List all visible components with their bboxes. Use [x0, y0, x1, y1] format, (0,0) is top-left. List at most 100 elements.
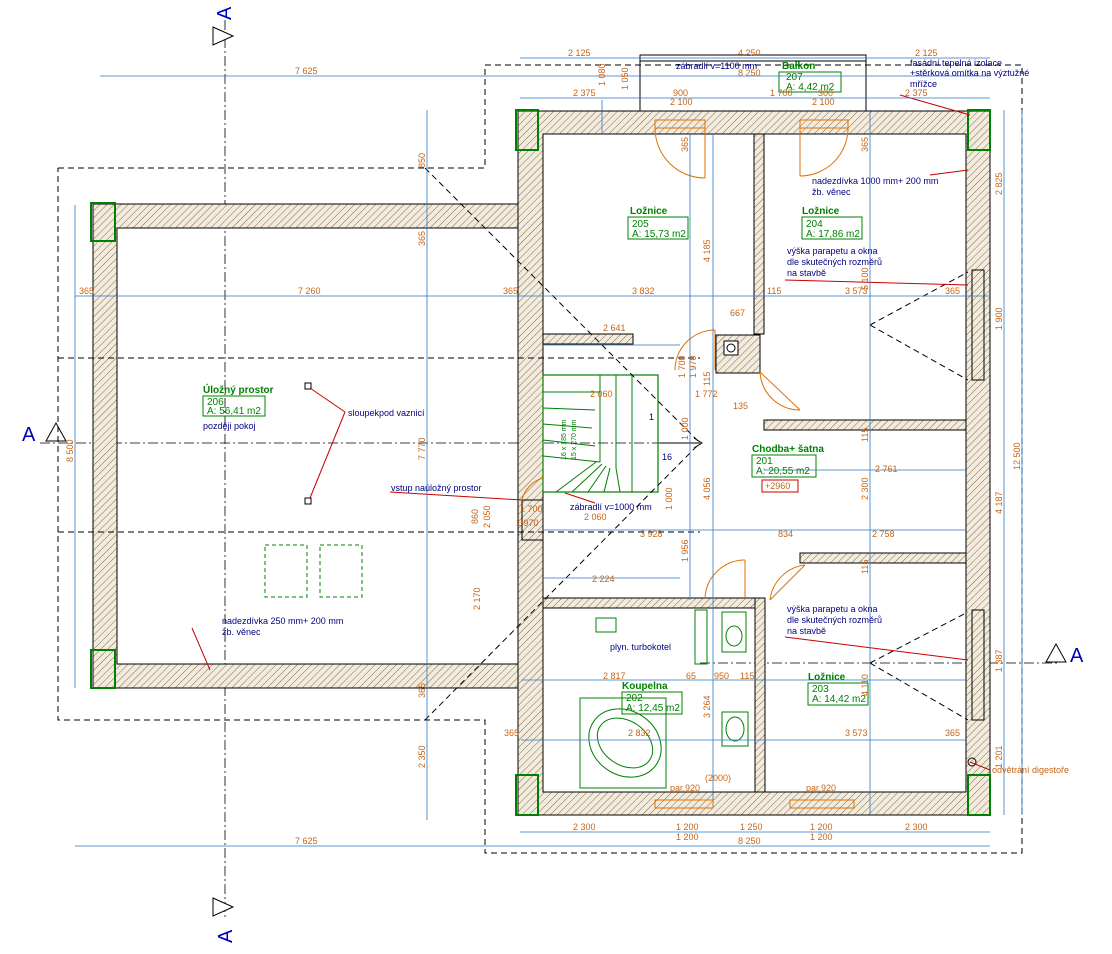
dim-text: 1 000 [664, 487, 674, 510]
room-201-level: +2960 [765, 481, 790, 491]
dim-text: 2 832 [628, 728, 651, 738]
room-204-name: Ložnice [802, 206, 840, 217]
door-203-hall [769, 564, 806, 601]
chimney-flue-inner [726, 343, 736, 353]
note-boiler: plyn. turbokotel [610, 642, 671, 652]
dim-text: 5 100 [860, 267, 870, 290]
note-attic-entry: vstup naúložný prostor [391, 483, 482, 493]
room-203-number: 203 [812, 684, 829, 695]
dim-text: 2 300 [905, 822, 928, 832]
section-arrow-top [212, 26, 235, 46]
room-207-name: Balkon [782, 61, 815, 72]
door-205-hall [674, 329, 716, 371]
section-mark-right: A [1070, 645, 1084, 667]
note-facade-3: mřížce [910, 79, 937, 89]
dim-text: 900 [673, 88, 688, 98]
dim-text: 1 900 [994, 307, 1004, 330]
dim-text: 1 200 [810, 822, 833, 832]
dim-text: 4 185 [702, 239, 712, 262]
dim-text: 365 [417, 683, 427, 698]
window-203-bottom [789, 799, 855, 809]
boiler [595, 617, 617, 633]
chimney-flue [723, 340, 739, 356]
dim-text: 2 350 [417, 745, 427, 768]
room-201-area: A: 20,55 m2 [756, 466, 810, 477]
note-parapet-top-1: výška parapetu a okna [787, 246, 878, 256]
column-top [304, 382, 312, 390]
dim-text: 365 [680, 137, 690, 152]
dim-text: 1 000 [680, 417, 690, 440]
dim-text: 2 761 [875, 464, 898, 474]
room-206-name: Úložný prostor [203, 383, 274, 396]
dim-text: 1 200 [676, 832, 699, 842]
dim-text: 1 050 [620, 67, 630, 90]
stair-note-1: 16 x 185 mm [561, 419, 568, 460]
room-203-name: Ložnice [808, 672, 846, 683]
room-207-number: 207 [786, 72, 803, 83]
room-205-number: 205 [632, 219, 649, 230]
section-mark-left: A [22, 424, 36, 446]
dim-text: 7 625 [295, 66, 318, 76]
stair-treads [542, 375, 633, 493]
door-205 [654, 119, 706, 179]
section-mark-bottom: A [215, 929, 237, 943]
dimension-lines [74, 57, 1023, 847]
stair-step-16: 16 [662, 452, 672, 462]
note-parapet-top-2: dle skutečných rozměrů [787, 257, 882, 267]
dim-text: 834 [778, 529, 793, 539]
dim-text: 2 100 [670, 97, 693, 107]
dim-text: 2 060 [590, 389, 613, 399]
dim-text: 1 201 [994, 745, 1004, 768]
dim-text: 1 970 [516, 518, 539, 528]
note-column: sloupekpod vaznicí [348, 408, 425, 418]
dim-text: 8 250 [738, 68, 761, 78]
house-corner-tr [967, 109, 991, 151]
dim-text: 115 [860, 428, 870, 442]
wall-attic-entry [521, 499, 544, 541]
dim-text: 7 770 [417, 437, 427, 460]
window-204 [971, 269, 985, 381]
dim-text: 1 700 [770, 88, 793, 98]
dim-text: 115 [767, 286, 781, 296]
door-204 [799, 119, 849, 177]
room-205-name: Ložnice [630, 206, 668, 217]
wall-205-hall [542, 333, 634, 345]
note-lintel-250-2: žb. věnec [222, 627, 261, 637]
window-sill-203 [869, 611, 969, 721]
note-lintel-250-1: nadezdívka 250 mm+ 200 mm [222, 616, 343, 626]
outline-lower-floor [57, 64, 1023, 854]
hood-vent [967, 757, 977, 767]
dim-text: 3 832 [632, 286, 655, 296]
note-parapet-bot-3: na stavbě [787, 626, 826, 636]
dim-text: 1 700 [520, 504, 543, 514]
dim-text: 1 772 [695, 389, 718, 399]
dimension-texts-horizontal: 2 125 4 250 2 125 7 625 1 080 8 250 2 37… [79, 48, 960, 846]
wall-hall-203 [799, 552, 967, 564]
room-201-name: Chodba+ šatna [752, 444, 824, 455]
window-203 [971, 609, 985, 721]
bath-shelf [694, 609, 708, 665]
dim-text: 8 500 [65, 439, 75, 462]
section-arrow-left [45, 421, 67, 442]
door-attic [521, 477, 544, 501]
column-bottom [304, 497, 312, 505]
dim-text: 135 [733, 401, 748, 411]
dim-text: 115 [702, 372, 712, 386]
door-204-hall [759, 371, 801, 411]
stair-step-1: 1 [649, 412, 654, 422]
dim-text: 2 641 [603, 323, 626, 333]
dim-text: 1 080 [597, 63, 607, 86]
roof-hip-lines [58, 167, 701, 721]
dim-text: 2 224 [592, 574, 615, 584]
door-bath [704, 559, 746, 599]
dim-text: 3 573 [845, 286, 868, 296]
wall-hall-bath [542, 597, 756, 609]
dim-text: 365 [945, 728, 960, 738]
dim-text: 365 [860, 137, 870, 152]
dim-text: 4 110 [860, 674, 870, 696]
dim-text: 8 250 [738, 836, 761, 846]
dim-text: 667 [730, 308, 745, 318]
dim-text: 65 [686, 671, 696, 681]
note-railing-top: zábradlí v=1100 mm [676, 61, 757, 71]
